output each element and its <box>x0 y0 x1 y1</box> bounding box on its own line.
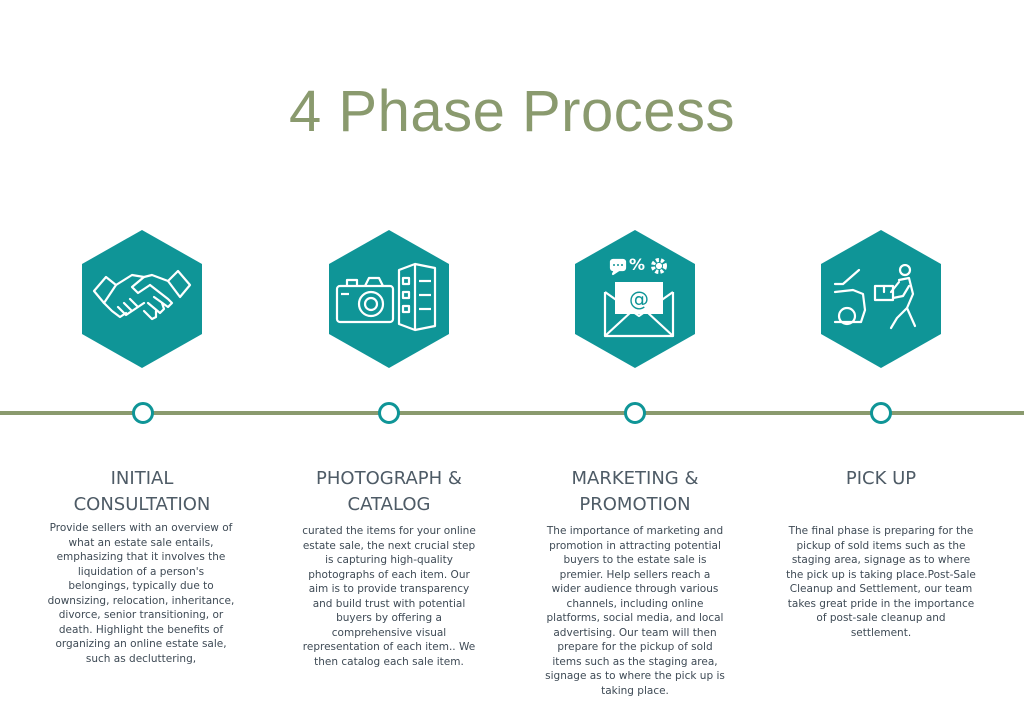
phase-2-heading: PHOTOGRAPH & CATALOG <box>316 468 462 515</box>
phase-4-icon-tile <box>819 228 943 370</box>
timeline-node-2 <box>378 402 400 424</box>
timeline-node-4 <box>870 402 892 424</box>
phase-2-description: curated the items for your online estate… <box>302 525 476 668</box>
svg-text:%: % <box>629 255 645 274</box>
email-marketing-icon: % @ <box>603 255 675 338</box>
timeline-node-3 <box>624 402 646 424</box>
camera-catalog-icon <box>335 262 437 332</box>
handshake-icon <box>92 269 192 321</box>
phase-1-description: Provide sellers with an overview of what… <box>47 522 235 665</box>
phase-3-icon-tile: % @ <box>573 228 697 370</box>
phase-1-heading: INITIAL CONSULTATION <box>73 468 211 515</box>
delivery-person-icon <box>833 264 917 330</box>
timeline-node-1 <box>132 402 154 424</box>
phase-2-icon-tile <box>327 228 451 370</box>
phase-3-heading: MARKETING & PROMOTION <box>571 468 699 515</box>
svg-text:@: @ <box>629 287 649 311</box>
phase-3-description: The importance of marketing and promotio… <box>545 525 725 697</box>
timeline-line <box>0 411 1024 415</box>
phase-1-icon-tile <box>80 228 204 370</box>
page-title: 4 Phase Process <box>289 79 735 144</box>
phase-4-description: The final phase is preparing for the pic… <box>786 525 976 639</box>
phase-4-heading: PICK UP <box>845 468 917 489</box>
